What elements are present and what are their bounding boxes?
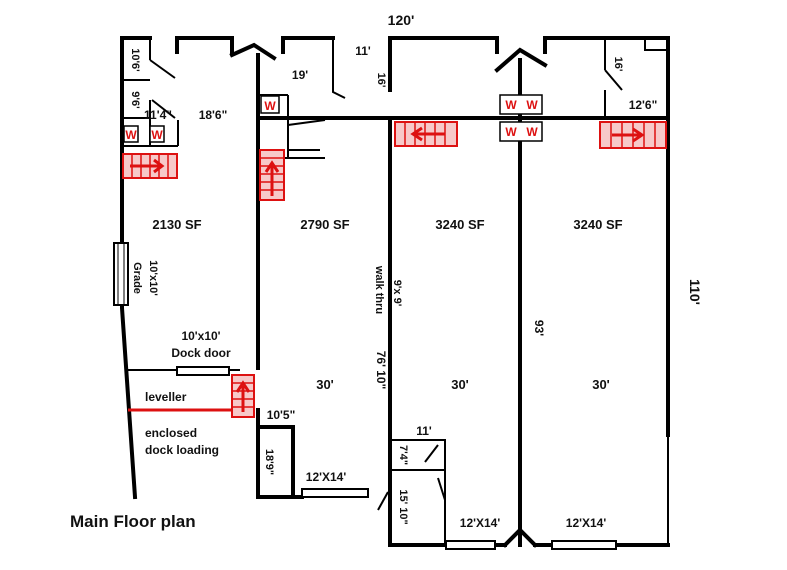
washrooms: W W W W W W W: [123, 94, 543, 143]
washroom-mark: W: [151, 128, 163, 142]
u3-office-a: 7'4": [397, 445, 409, 465]
overhead-door-2: [301, 488, 369, 498]
u1-dim-a: 10'6': [129, 48, 141, 72]
dock-door-size: 10'x10': [181, 329, 220, 343]
unit3-height: 30': [451, 377, 469, 392]
walk-door-label: walk thru: [373, 265, 385, 314]
overhead-2-label: 12'X14': [306, 470, 347, 484]
u1-dim-b: 9'6': [129, 91, 141, 109]
unit4-height: 30': [592, 377, 610, 392]
washroom-mark: W: [526, 98, 538, 112]
unit2-area: 2790 SF: [300, 217, 349, 232]
overhead-door-3: [445, 540, 496, 550]
depth-total-label: 110': [687, 279, 703, 305]
stair-unit1: [122, 153, 178, 179]
plan-title: Main Floor plan: [70, 512, 196, 531]
overhead-door-4: [551, 540, 617, 550]
washroom-mark: W: [125, 128, 137, 142]
stair-unit4: [599, 121, 667, 149]
stair-unit3: [394, 121, 458, 147]
enclosed-label: enclosed: [145, 426, 197, 440]
doors: [113, 242, 617, 550]
u3-office-b: 15' 10": [397, 489, 409, 524]
u4-dim-b: 12'6": [629, 98, 658, 112]
labels: 120' 110' 93' 76' 10" 2130 SF 2790 SF 32…: [70, 12, 703, 531]
u1-dim-c: 11'4": [144, 108, 172, 122]
u2-office-width: 10'5": [267, 408, 296, 422]
u2-dim-b: 19': [292, 68, 308, 82]
u4-dim-a: 16': [612, 57, 624, 72]
dock-loading-label: dock loading: [145, 443, 219, 457]
stair-dock: [231, 374, 255, 418]
dock-door-label: Dock door: [171, 346, 231, 360]
width-total-label: 120': [388, 12, 415, 28]
washroom-mark: W: [505, 125, 517, 139]
unit1-area: 2130 SF: [152, 217, 201, 232]
u3-office-width: 11': [416, 424, 432, 438]
stair-unit2: [259, 149, 285, 201]
grade-door-size: 10'x10': [147, 260, 159, 296]
unit2-height: 30': [316, 377, 334, 392]
u2-office-height: 18'9": [263, 449, 275, 475]
u1-dim-d: 18'6": [199, 108, 228, 122]
stairs: [122, 121, 667, 418]
dock-door: [176, 366, 230, 376]
u2-dim-a: 11': [355, 44, 371, 58]
unit3-area: 3240 SF: [435, 217, 484, 232]
leveller-label: leveller: [145, 390, 187, 404]
overhead-4-label: 12'X14': [566, 516, 607, 530]
grade-door: [113, 242, 129, 306]
grade-door-label: Grade: [131, 262, 143, 294]
length-93-label: 93': [532, 320, 546, 336]
washroom-mark: W: [264, 99, 276, 113]
washroom-mark: W: [505, 98, 517, 112]
u2-dim-c: 16': [375, 73, 387, 88]
washroom-mark: W: [526, 125, 538, 139]
walk-door-size: 9'x 9': [391, 280, 403, 307]
overhead-3-label: 12'X14': [460, 516, 501, 530]
length-76-label: 76' 10": [374, 351, 388, 390]
unit4-area: 3240 SF: [573, 217, 622, 232]
